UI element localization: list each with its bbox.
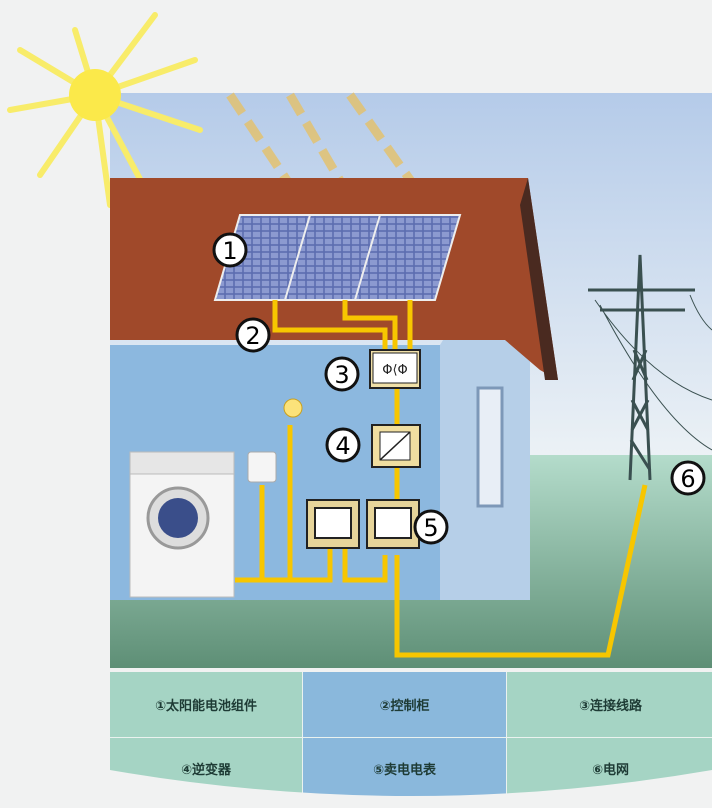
light-bulb-icon [283, 398, 303, 418]
inverter [371, 424, 421, 468]
wall-socket [247, 451, 277, 483]
window [476, 386, 504, 508]
solar-panels [213, 214, 462, 301]
power-tower [588, 254, 712, 481]
marker-label: 1 [222, 237, 237, 265]
legend-meter: ⑤卖电电表 [303, 738, 506, 808]
sun-icon [7, 12, 203, 238]
marker-2: 2 [235, 317, 271, 353]
marker-label: 6 [680, 465, 695, 493]
control-cabinet: Φ⟨Φ [369, 349, 421, 389]
wiring [235, 300, 648, 658]
legend-solar-module: ①太阳能电池组件 [110, 672, 302, 737]
washing-machine [129, 451, 235, 598]
legend-wiring: ③连接线路 [507, 672, 712, 737]
legend-inverter: ④逆变器 [110, 738, 302, 808]
marker-1: 1 [212, 232, 248, 268]
marker-label: 3 [334, 361, 349, 389]
marker-label: 4 [335, 432, 350, 460]
legend-table: ①太阳能电池组件 ②控制柜 ③连接线路 ④逆变器 ⑤卖电电表 ⑥电网 [110, 672, 712, 807]
legend-grid: ⑥电网 [507, 738, 712, 808]
marker-5: 5 [413, 509, 449, 545]
marker-3: 3 [324, 356, 360, 392]
marker-4: 4 [325, 427, 361, 463]
marker-label: 2 [245, 322, 260, 350]
marker-label: 5 [423, 514, 438, 542]
marker-6: 6 [670, 460, 706, 496]
solar-system-diagram: Φ⟨Φ 1 2 3 4 5 6 [7, 12, 712, 668]
legend-control-cabinet: ②控制柜 [303, 672, 506, 737]
svg-text:Φ⟨Φ: Φ⟨Φ [382, 363, 408, 378]
